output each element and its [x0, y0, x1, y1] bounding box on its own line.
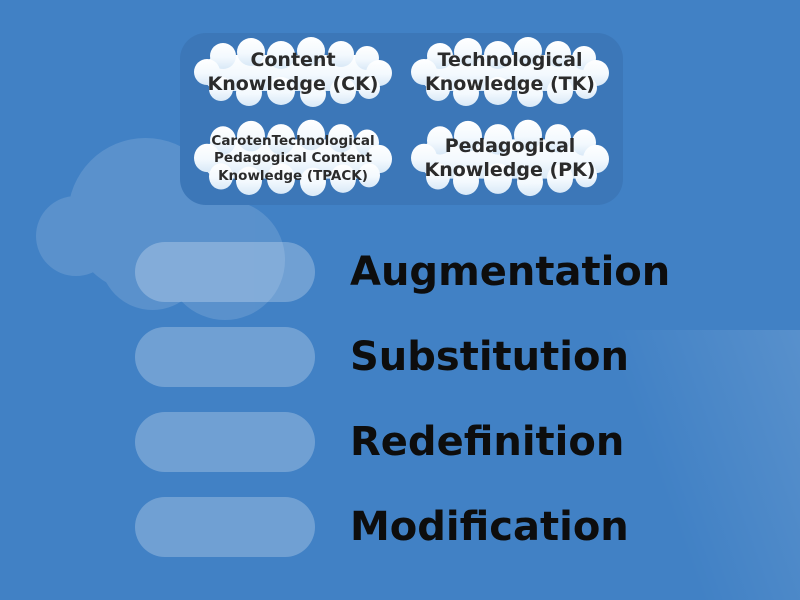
answer-slot[interactable]	[135, 242, 315, 302]
word-tile-tpack[interactable]: CarotenTechnological Pedagogical Content…	[193, 119, 393, 197]
word-bank-panel: Content Knowledge (CK) Technological Kno…	[180, 33, 623, 205]
match-row-augmentation: Augmentation	[135, 242, 695, 302]
match-row-modification: Modification	[135, 497, 695, 557]
match-row-substitution: Substitution	[135, 327, 695, 387]
word-tile-label: Content Knowledge (CK)	[207, 49, 379, 95]
match-row-redefinition: Redefinition	[135, 412, 695, 472]
match-label: Redefinition	[350, 419, 625, 465]
answer-slot[interactable]	[135, 327, 315, 387]
cloud-shape	[194, 119, 392, 197]
word-tile-label: Pedagogical Knowledge (PK)	[424, 135, 596, 181]
answer-slot[interactable]	[135, 412, 315, 472]
word-tile-label: Technological Knowledge (TK)	[424, 49, 595, 95]
match-label: Substitution	[350, 334, 629, 380]
cloud-shape	[411, 37, 609, 107]
answer-slot[interactable]	[135, 497, 315, 557]
word-tile-technological-knowledge[interactable]: Technological Knowledge (TK)	[410, 37, 610, 107]
word-tile-pedagogical-knowledge[interactable]: Pedagogical Knowledge (PK)	[410, 119, 610, 197]
match-label: Modification	[350, 504, 629, 550]
match-label: Augmentation	[350, 249, 671, 295]
word-tile-content-knowledge[interactable]: Content Knowledge (CK)	[193, 37, 393, 107]
word-tile-label: CarotenTechnological Pedagogical Content…	[211, 132, 375, 184]
cloud-puff	[36, 196, 116, 276]
cloud-shape	[411, 119, 609, 197]
cloud-shape	[194, 37, 392, 107]
